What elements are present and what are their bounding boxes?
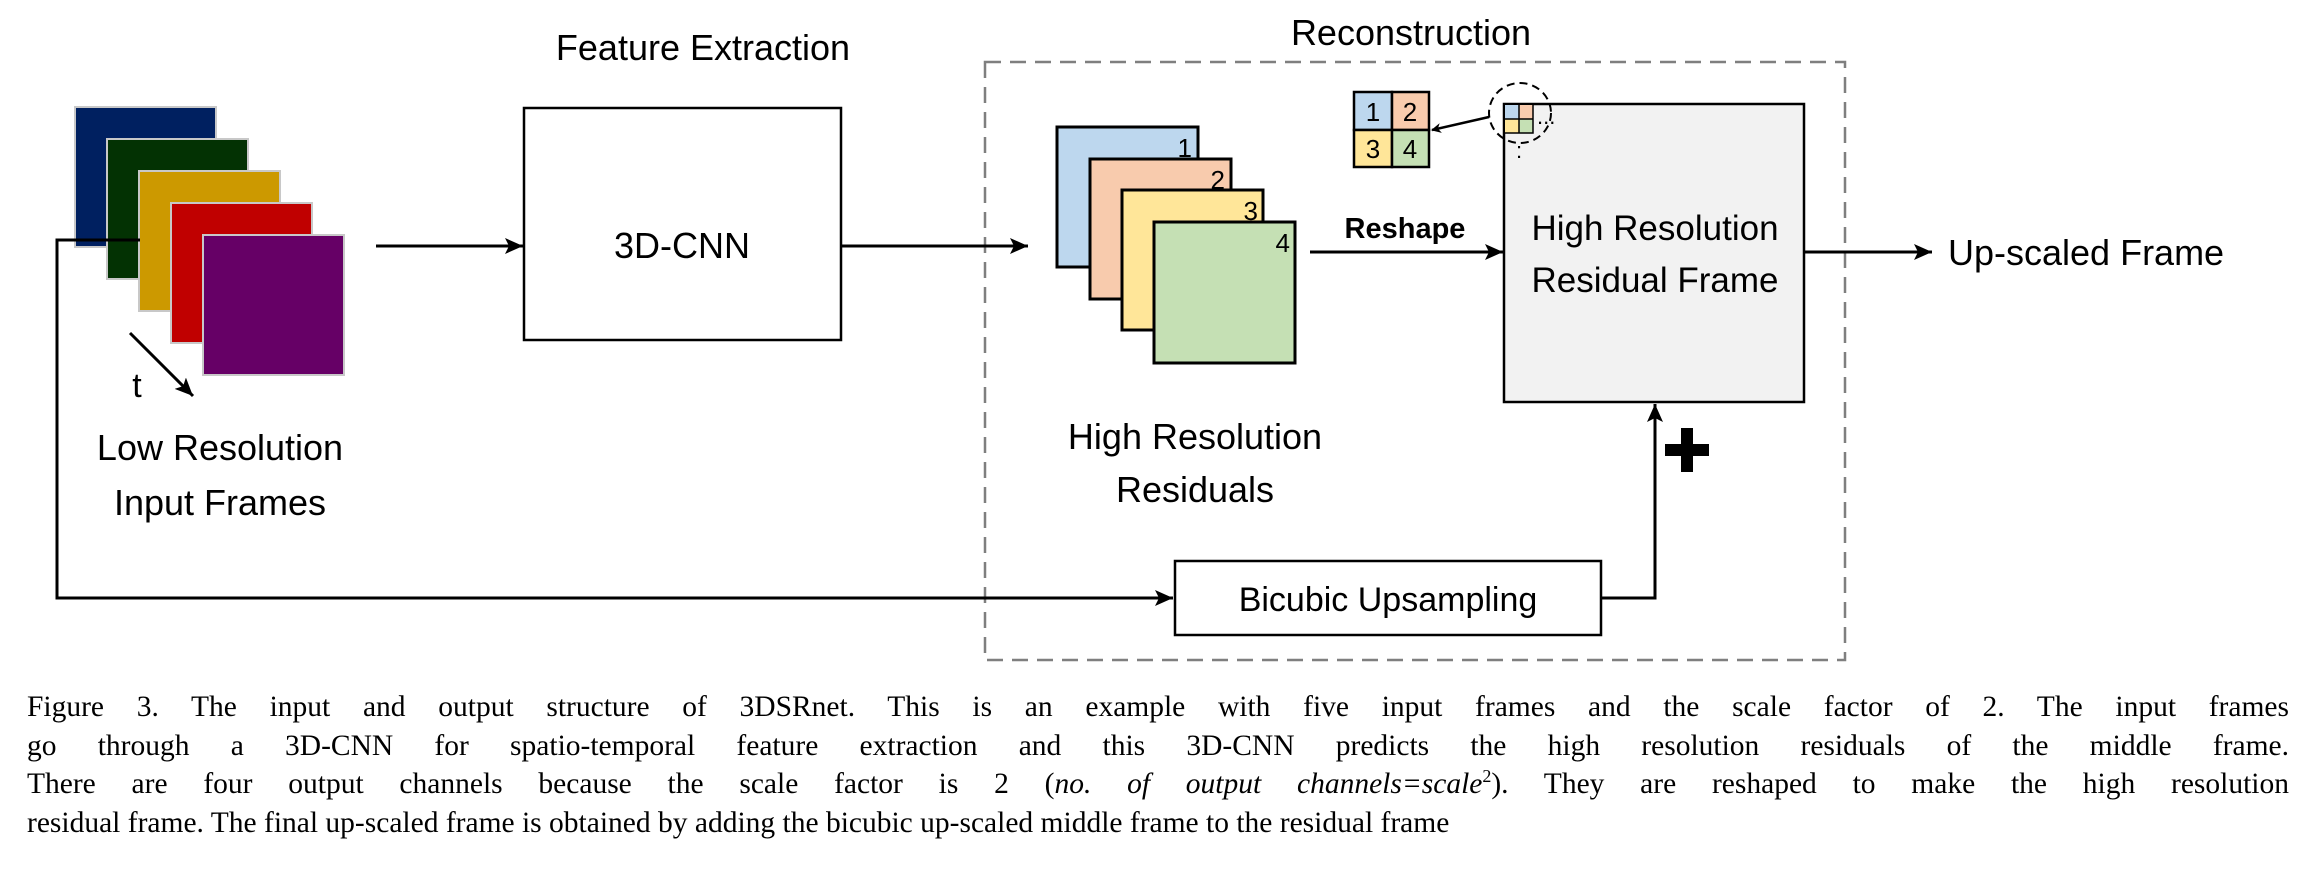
caption-line-4: residual frame. The final up-scaled fram… <box>27 806 1450 839</box>
grid-number-2: 2 <box>1403 97 1417 127</box>
zoom-circle <box>1488 82 1552 144</box>
feature-extraction-title: Feature Extraction <box>556 27 850 68</box>
residual-number-3: 3 <box>1244 196 1258 226</box>
time-label: t <box>132 367 142 405</box>
input-frames-stack <box>74 106 345 376</box>
figure-caption: Figure 3. The input and output structure… <box>27 688 2289 842</box>
reconstruction-region <box>983 60 1847 662</box>
residual-number-2: 2 <box>1211 165 1225 195</box>
low-res-label-line2: Input Frames <box>114 482 326 523</box>
pixel-shuffle-grid: 1 2 3 4 <box>1352 90 1431 169</box>
caption-line-1: Figure 3. The input and output structure… <box>27 691 2289 723</box>
input-frame-5 <box>202 234 345 376</box>
corner-pixel-4 <box>1519 119 1533 133</box>
hr-residuals-label-line2: Residuals <box>1116 469 1274 510</box>
caption-line-3: There are four output channels because t… <box>27 765 2289 804</box>
horizontal-ellipsis: ... <box>1537 104 1555 129</box>
reshape-label: Reshape <box>1345 213 1466 245</box>
corner-pixel-3 <box>1505 119 1519 133</box>
residual-stack: 1 2 3 4 <box>1055 125 1297 365</box>
grid-cell-2 <box>1390 90 1431 132</box>
grid-cell-4 <box>1390 128 1431 169</box>
output-label: Up-scaled Frame <box>1948 232 2224 273</box>
caption-line-3-pre: There are four output channels because t… <box>27 768 1055 801</box>
addition-arrow <box>1601 404 1663 600</box>
hr-residual-frame <box>1502 102 1806 404</box>
hr-frame-label-line2: Residual Frame <box>1531 261 1778 300</box>
bicubic-label: Bicubic Upsampling <box>1239 581 1538 619</box>
vertical-ellipsis: : <box>1516 138 1522 163</box>
caption-line-3-post: ). They are reshaped to make the high re… <box>1491 768 2289 801</box>
reconstruction-title: Reconstruction <box>1291 12 1531 53</box>
zoom-arrow <box>1431 115 1490 133</box>
caption-formula: no. of output channels=scale <box>1054 768 1483 801</box>
cnn-block <box>522 106 843 342</box>
time-arrow <box>128 331 195 398</box>
hr-frame-label-line1: High Resolution <box>1531 209 1778 248</box>
hr-residuals-label-line1: High Resolution <box>1068 416 1322 457</box>
corner-pixel-1 <box>1505 105 1519 119</box>
residual-channel-4 <box>1152 220 1297 365</box>
skip-connection-arrow <box>55 238 1173 606</box>
cnn-label: 3D-CNN <box>614 225 750 266</box>
corner-pixel-grid <box>1505 105 1534 134</box>
grid-cell-3 <box>1352 128 1394 169</box>
caption-line-2: go through a 3D-CNN for spatio-temporal … <box>27 729 2289 762</box>
grid-number-4: 4 <box>1403 134 1417 164</box>
low-res-label-line1: Low Resolution <box>97 427 343 468</box>
residual-number-1: 1 <box>1178 133 1192 163</box>
plus-icon <box>1665 428 1709 472</box>
corner-pixel-2 <box>1519 105 1533 119</box>
grid-number-1: 1 <box>1366 97 1380 127</box>
caption-formula-exponent: 2 <box>1482 766 1492 787</box>
bicubic-block <box>1173 559 1603 637</box>
residual-number-4: 4 <box>1276 228 1290 258</box>
grid-number-3: 3 <box>1366 134 1380 164</box>
